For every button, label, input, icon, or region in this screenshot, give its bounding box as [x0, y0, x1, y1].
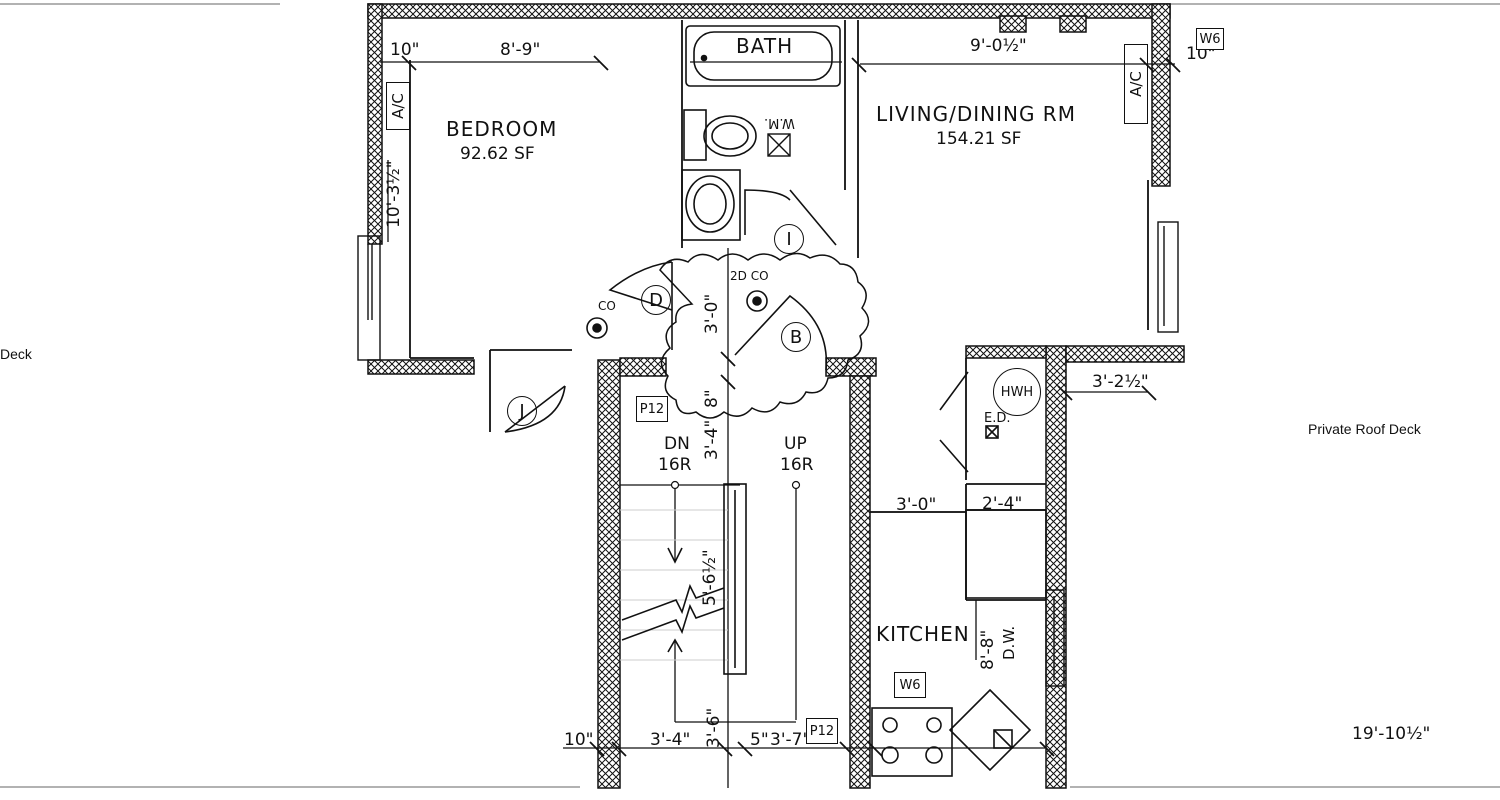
dim-kitchen-width: 3'-0" [896, 495, 937, 515]
deck-label-left: Deck [0, 346, 32, 362]
dishwasher-label: D.W. [1000, 625, 1018, 660]
washer-label: W.M. [764, 115, 795, 130]
partition-tag-upper: P12 [636, 396, 668, 422]
toilet [683, 109, 757, 161]
window-tag-kitchen: W6 [894, 672, 926, 698]
dim-bottom-b: 5" [750, 730, 769, 750]
dim-right-notch: 3'-2½" [1092, 372, 1149, 392]
dim-bottom-a: 3'-4" [650, 730, 691, 750]
dim-living-width: 9'-0½" [970, 36, 1027, 56]
dim-kitchen-depth: 8'-8" [978, 629, 998, 670]
stair-up-risers: 16R [780, 455, 814, 475]
room-name-bath: BATH [736, 34, 794, 58]
room-area-bedroom: 92.62 SF [460, 144, 535, 164]
door-tag-i: I [774, 224, 804, 254]
dim-wall-left-top: 10" [390, 40, 420, 60]
dim-stair-head: 3'-0" [702, 293, 722, 334]
door-swings [504, 189, 969, 473]
stair-down-risers: 16R [658, 455, 692, 475]
dim-stair-run: 5'-6½" [700, 549, 720, 606]
door-tag-d: D [641, 285, 671, 315]
partition-tag-lower: P12 [806, 718, 838, 744]
bathtub [685, 25, 841, 87]
door-tag-b: B [781, 322, 811, 352]
stair-up-label: UP [784, 434, 807, 454]
revision-cloud [659, 252, 870, 419]
hot-water-heater-tag: HWH [993, 368, 1041, 416]
dim-total-width: 19'-10½" [1352, 724, 1431, 744]
dryer-label: E.D. [984, 411, 1011, 426]
room-name-bedroom: BEDROOM [446, 117, 558, 141]
dim-bottom-c: 3'-7" [770, 730, 811, 750]
dim-pantry-width: 2'-4" [982, 494, 1023, 514]
door-tag-j: J [507, 396, 537, 426]
dim-bed-width: 8'-9" [500, 40, 541, 60]
deck-label-right: Private Roof Deck [1308, 421, 1421, 437]
dim-stair-mid: 3'-4" [702, 419, 722, 460]
ac-unit-left: A/C [386, 82, 410, 130]
room-name-living: LIVING/DINING RM [876, 102, 1076, 126]
dim-bed-depth: 10'-3½" [384, 160, 404, 228]
dim-stair-bottom: 3'-6" [704, 707, 724, 748]
exterior-walls [367, 3, 1185, 789]
sink [681, 169, 741, 241]
stair-down-label: DN [664, 434, 690, 454]
cleanout-label-center: 2D CO [730, 269, 769, 283]
ac-unit-right: A/C [1124, 44, 1148, 124]
dimension-lines [380, 61, 1175, 788]
window-tag-top: W6 [1196, 28, 1224, 50]
dim-stair-mid2: 8" [702, 389, 722, 408]
room-area-living: 154.21 SF [936, 129, 1022, 149]
room-name-kitchen: KITCHEN [876, 622, 970, 646]
dim-bottom-wall: 10" [564, 730, 594, 750]
cleanout-label-left: CO [598, 299, 616, 313]
